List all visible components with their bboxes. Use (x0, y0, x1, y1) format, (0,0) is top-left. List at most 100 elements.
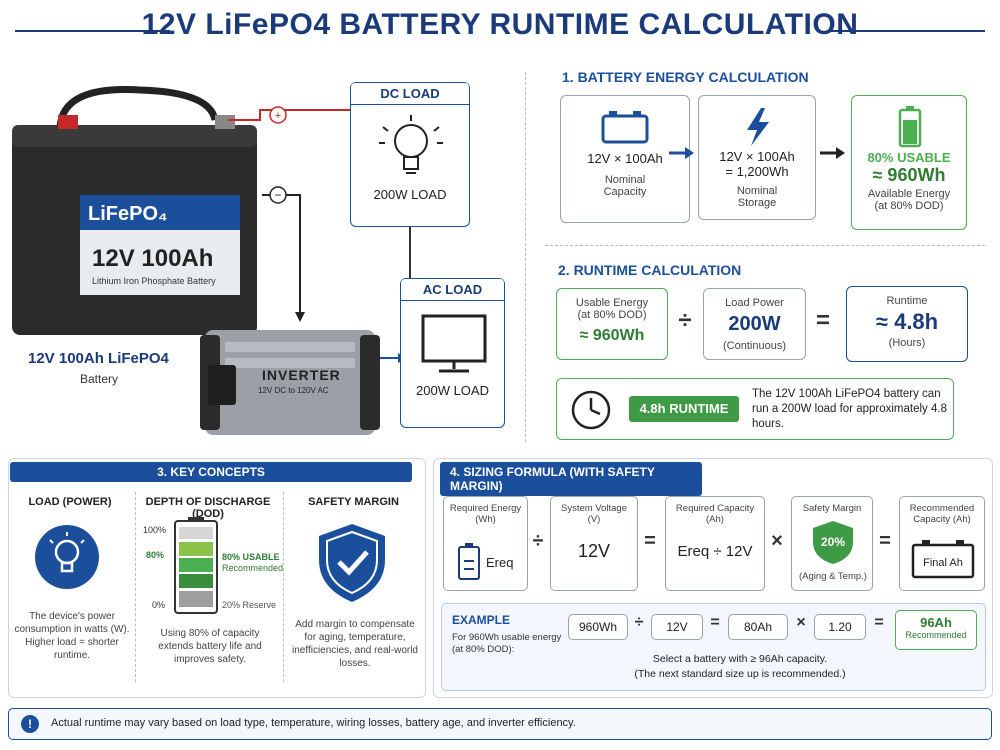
arrow-right-icon (669, 147, 694, 159)
battery-icon (601, 111, 649, 144)
dod-100-label: 100% (143, 525, 167, 535)
negative-wire (262, 194, 301, 315)
ac-outlet (208, 365, 236, 405)
battery-caption: 12V 100Ah LiFePO4 (28, 350, 169, 367)
shield-check-icon (319, 524, 385, 602)
dod-reserve-label: 20% Reserve (222, 600, 277, 610)
s1-b1-line2: Nominal (604, 174, 646, 186)
s4-box-capacity: Required Capacity (Ah) Ereq ÷ 12V (665, 496, 765, 591)
s1-b3-line4: (at 80% DOD) (874, 200, 944, 212)
dod-battery-gauge (174, 517, 218, 614)
s4-box-voltage: System Voltage (V) 12V (550, 496, 638, 591)
battery-charge-icon (898, 106, 922, 148)
section3-title: 3. KEY CONCEPTS (10, 462, 412, 482)
lightning-icon (747, 108, 769, 146)
s4-box-margin: Safety Margin 20% (Aging & Temp.) (791, 496, 873, 591)
positive-wire (228, 109, 350, 121)
light-bulb-icon (379, 115, 443, 174)
s2-op-divide: ÷ (678, 307, 692, 334)
inverter-sub-label: 12V DC to 120V AC (258, 386, 329, 395)
example-title: EXAMPLE (452, 613, 511, 627)
battery-handle (56, 86, 219, 131)
s2-b1-line2: (at 80% DOD) (577, 309, 647, 321)
s1-b2-line1: 12V × 100Ah (719, 149, 795, 164)
s1-box-capacity: 12V × 100Ah Nominal Capacity (560, 95, 690, 223)
s3-col3-text: Add margin to compensate for aging, temp… (292, 619, 418, 669)
lightbulb-circle-icon (35, 525, 99, 589)
s2-b3-line1: Runtime (886, 295, 928, 307)
dc-load-value: 200W LOAD (373, 187, 447, 202)
s1-b1-line1: 12V × 100Ah (587, 151, 663, 166)
s4-op1: ÷ (532, 530, 544, 552)
dod-recommended-label: Recommended (222, 563, 284, 573)
title-rule-left (15, 30, 170, 32)
s1-box-usable: 80% USABLE ≈ 960Wh Available Energy (at … (851, 95, 967, 230)
s4-b2-value: 12V (577, 541, 611, 561)
section2-title: 2. RUNTIME CALCULATION (558, 262, 742, 278)
title-rule-right (830, 30, 985, 32)
svg-text:+: + (275, 110, 281, 122)
ac-load-value: 200W LOAD (416, 383, 489, 398)
s2-b2-line1: Load Power (725, 297, 784, 309)
positive-terminal (58, 115, 78, 129)
s3-col1-title: LOAD (POWER) (28, 496, 112, 508)
section4-title: 4. SIZING FORMULA (WITH SAFETY MARGIN) (440, 462, 702, 496)
example-v3: 80Ah (728, 614, 788, 640)
s4-b5-value: Final Ah (923, 557, 963, 569)
ac-load-header: AC LOAD (401, 279, 504, 301)
example-note1: Select a battery with ≥ 96Ah capacity. (652, 653, 828, 665)
s2-result-box: 4.8h RUNTIME The 12V 100Ah LiFePO4 batte… (556, 378, 954, 440)
info-icon: ! (21, 715, 39, 733)
s4-box-recommended: Recommended Capacity (Ah) Final Ah (899, 496, 985, 591)
example-note2: (The next standard size up is recommende… (634, 668, 846, 680)
s2-box-load: Load Power 200W (Continuous) (703, 288, 806, 360)
s4-op3: × (771, 530, 783, 552)
s4-op2: = (644, 530, 656, 552)
example-result: 96Ah Recommended (895, 610, 977, 650)
s4-b4-value: 20% (820, 535, 846, 549)
dod-0-label: 0% (152, 600, 166, 610)
s2-op-equals: = (815, 307, 830, 334)
battery-sub-label: Lithium Iron Phosphate Battery (92, 276, 216, 286)
battery-small-icon (458, 543, 480, 580)
s3-col3-title: SAFETY MARGIN (308, 496, 399, 508)
shield-green-icon (813, 521, 853, 564)
s3-col2-text: Using 80% of capacity extends battery li… (158, 628, 262, 665)
runtime-summary: The 12V 100Ah LiFePO4 battery can run a … (752, 388, 947, 430)
page-title: 12V LiFePO4 BATTERY RUNTIME CALCULATION (141, 8, 859, 41)
clock-icon (571, 390, 611, 430)
s1-b2-line2: = 1,200Wh (725, 164, 789, 179)
minus-symbol-icon (269, 186, 287, 204)
divider-vertical (525, 72, 526, 442)
battery-wiring-diagram: + − (12, 86, 411, 435)
s2-box-usable: Usable Energy (at 80% DOD) ≈ 960Wh (556, 288, 668, 360)
inverter-body (205, 330, 375, 435)
s2-b1-line1: Usable Energy (575, 297, 649, 309)
footer-note-bar: ! Actual runtime may vary based on load … (8, 708, 992, 740)
s2-b3-line2: ≈ 4.8h (875, 309, 939, 334)
inverter-label: INVERTER (262, 367, 341, 383)
dod-80-label: 80% (146, 550, 165, 560)
arrow-right-icon-2 (820, 147, 845, 159)
battery-outline-icon (911, 540, 975, 579)
divider-s1-s2 (545, 245, 985, 246)
dc-load-header: DC LOAD (351, 83, 469, 105)
s1-b3-line3: Available Energy (867, 188, 951, 200)
ac-load-box: AC LOAD 200W LOAD (400, 278, 505, 428)
s2-b1-line3: ≈ 960Wh (579, 327, 645, 344)
s1-b3-line2: ≈ 960Wh (872, 165, 946, 185)
s1-b2-line4: Storage (737, 197, 777, 209)
battery-caption-sub: Battery (80, 372, 119, 386)
s1-box-storage: 12V × 100Ah = 1,200Wh Nominal Storage (698, 95, 816, 220)
battery-brand-label: LiFePO₄ (88, 203, 168, 225)
dod-usable-label: 80% USABLE (222, 552, 280, 562)
battery-spec-label: 12V 100Ah (92, 245, 214, 272)
monitor-icon (421, 314, 487, 373)
s1-b1-line3: Capacity (603, 186, 647, 198)
footer-text: Actual runtime may vary based on load ty… (51, 717, 576, 729)
s2-box-runtime: Runtime ≈ 4.8h (Hours) (846, 286, 968, 362)
s4-box-energy: Required Energy (Wh) Ereq (443, 496, 528, 591)
s1-b2-line3: Nominal (736, 185, 778, 197)
section1-title: 1. BATTERY ENERGY CALCULATION (562, 69, 809, 85)
s4-b1-value: Ereq (486, 555, 514, 570)
